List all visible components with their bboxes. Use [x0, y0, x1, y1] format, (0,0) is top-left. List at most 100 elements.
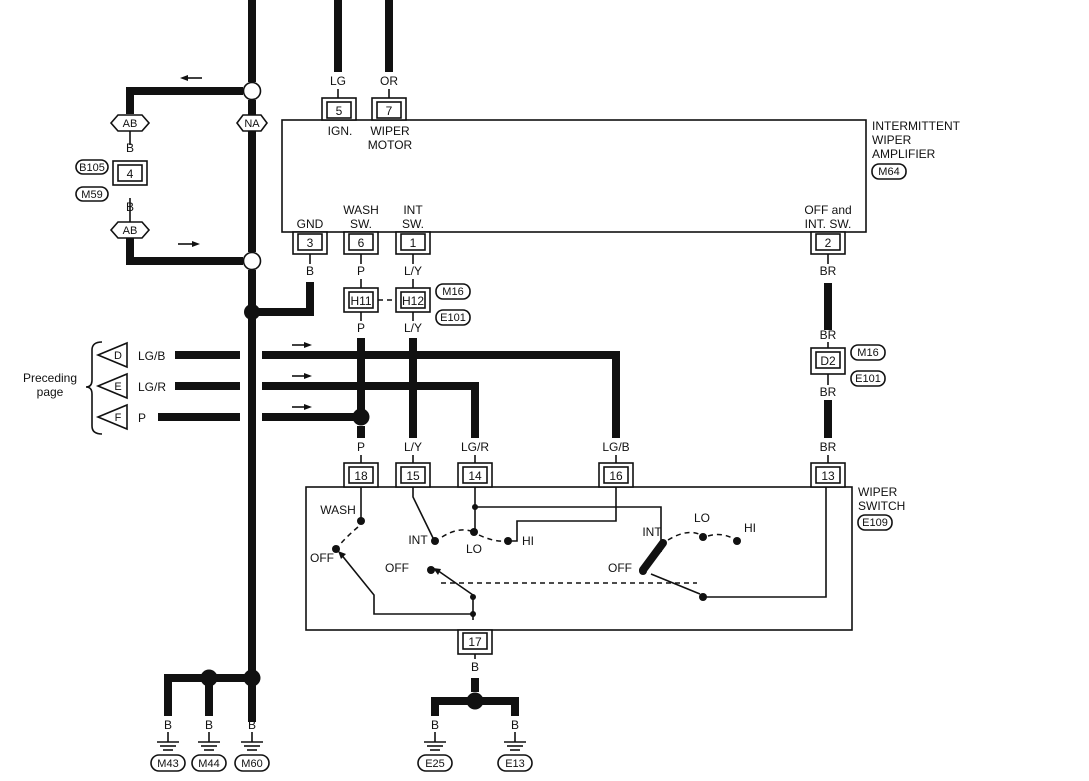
switch-code: E109 [862, 517, 888, 529]
amp-pin-2: 2 [810, 231, 846, 255]
svg-text:H12: H12 [402, 294, 424, 308]
svg-text:M60: M60 [241, 758, 262, 770]
conn-d-triangle [95, 341, 128, 369]
ab-bottom-label: AB [123, 225, 138, 237]
sw-pin-14: 14 [457, 462, 493, 488]
sw-pin-15: 15 [395, 462, 431, 488]
code-b105: B105 [79, 162, 105, 174]
pos-lo: LO [466, 542, 482, 556]
preceding-brace [85, 341, 103, 435]
conn-f-triangle [95, 403, 128, 431]
amplifier-title-2: WIPER [872, 133, 912, 147]
svg-text:6: 6 [358, 236, 365, 250]
amp-label-int-sw2: INT. SW. [805, 217, 852, 231]
splice-dot-gnd [244, 304, 260, 320]
wire-label-br-low: BR [820, 385, 837, 399]
wire-label-sw-lgb: LG/B [602, 440, 629, 454]
splice-dot-ground-bus [243, 669, 261, 687]
ground-m43: B M43 [150, 718, 186, 772]
h-code-m16-badge [435, 283, 471, 300]
splice-circle-bottom [242, 251, 262, 271]
wire-label-lgr-left: LG/R [138, 380, 166, 394]
svg-text:H11: H11 [350, 294, 371, 308]
svg-text:2: 2 [825, 236, 832, 250]
conn-f-letter: F [115, 412, 122, 424]
amp-pin-3: 3 [292, 231, 328, 255]
preceding-label-2: page [37, 385, 64, 399]
wire-label-b-bottom: B [126, 200, 134, 214]
amplifier-code: M64 [878, 166, 899, 178]
wire-label-sw-ly: L/Y [404, 440, 422, 454]
switch-title-2: SWITCH [858, 499, 905, 513]
wire-label-lgb-left: LG/B [138, 349, 165, 363]
pos-wash-off: OFF [310, 551, 334, 565]
ground-m60: B M60 [234, 718, 270, 772]
d2-code-e101-badge [850, 370, 886, 387]
amplifier-title-1: INTERMITTENT [872, 119, 961, 133]
svg-text:14: 14 [468, 469, 482, 483]
wire-label-sw-br: BR [820, 440, 837, 454]
svg-text:3: 3 [307, 236, 314, 250]
sw-pin-18: 18 [343, 462, 379, 488]
svg-text:15: 15 [406, 469, 420, 483]
svg-text:7: 7 [386, 104, 393, 118]
svg-text:E25: E25 [425, 758, 445, 770]
svg-text:B: B [431, 718, 439, 732]
wire-label-lg: LG [330, 74, 346, 88]
sw-pin-13: 13 [810, 462, 846, 488]
amp-label-motor: MOTOR [368, 138, 413, 152]
connector-4-pin: 4 [127, 167, 134, 181]
splice-dot-ground-left [200, 669, 218, 687]
amplifier-title-3: AMPLIFIER [872, 147, 936, 161]
connector-4-body [117, 164, 143, 182]
svg-text:M44: M44 [198, 758, 219, 770]
code-m59-badge [75, 186, 109, 202]
wire-label-h11-p: P [357, 321, 365, 335]
connector-d2: D2 [810, 347, 846, 375]
wire-label-or: OR [380, 74, 398, 88]
h-code-m16: M16 [442, 286, 463, 298]
conn-e-triangle [95, 372, 128, 400]
svg-text:1: 1 [410, 236, 417, 250]
splice-dot-p [352, 408, 370, 426]
pos-wash: WASH [320, 503, 356, 517]
d2-code-m16: M16 [857, 347, 878, 359]
h-code-e101-badge [435, 309, 471, 326]
connector-h12: H12 [395, 287, 431, 313]
na-connector: NA [236, 114, 268, 132]
amp-label-off-and: OFF and [804, 203, 851, 217]
ground-e25: B E25 [417, 718, 453, 772]
svg-text:18: 18 [354, 469, 368, 483]
code-m59: M59 [81, 189, 102, 201]
amp-label-wiper: WIPER [370, 124, 410, 138]
pos-hi2: HI [744, 521, 756, 535]
conn-e-letter: E [114, 381, 121, 393]
pos-off2: OFF [608, 561, 632, 575]
wire-label-pin17-b: B [471, 660, 479, 674]
ab-top-diamond [109, 114, 151, 132]
svg-text:M43: M43 [157, 758, 178, 770]
svg-text:5: 5 [336, 104, 343, 118]
ab-bottom-diamond [109, 221, 151, 239]
ground-m44: B M44 [191, 718, 227, 772]
svg-text:E13: E13 [505, 758, 525, 770]
code-b105-badge [75, 159, 109, 175]
feed-wires [158, 342, 620, 438]
ab-loop: AB AB B B 4 B105 M59 [75, 75, 243, 265]
wire-label-gnd-b: B [306, 264, 314, 278]
preceding-page-group: Preceding page D LG/B E LG/R F P [23, 341, 166, 435]
pos-lo2: LO [694, 511, 710, 525]
amp-label-int: INT [403, 203, 423, 217]
amp-label-int-sw: SW. [402, 217, 424, 231]
svg-text:B: B [205, 718, 213, 732]
pos-int: INT [408, 533, 428, 547]
wire-label-sw-lgr: LG/R [461, 440, 489, 454]
wire-label-wash-p: P [357, 264, 365, 278]
d2-code-m16-badge [850, 344, 886, 361]
switch-code-badge [857, 514, 893, 531]
ground-e13: B E13 [497, 718, 533, 772]
svg-text:B: B [511, 718, 519, 732]
na-label: NA [244, 118, 260, 130]
svg-text:13: 13 [821, 469, 835, 483]
